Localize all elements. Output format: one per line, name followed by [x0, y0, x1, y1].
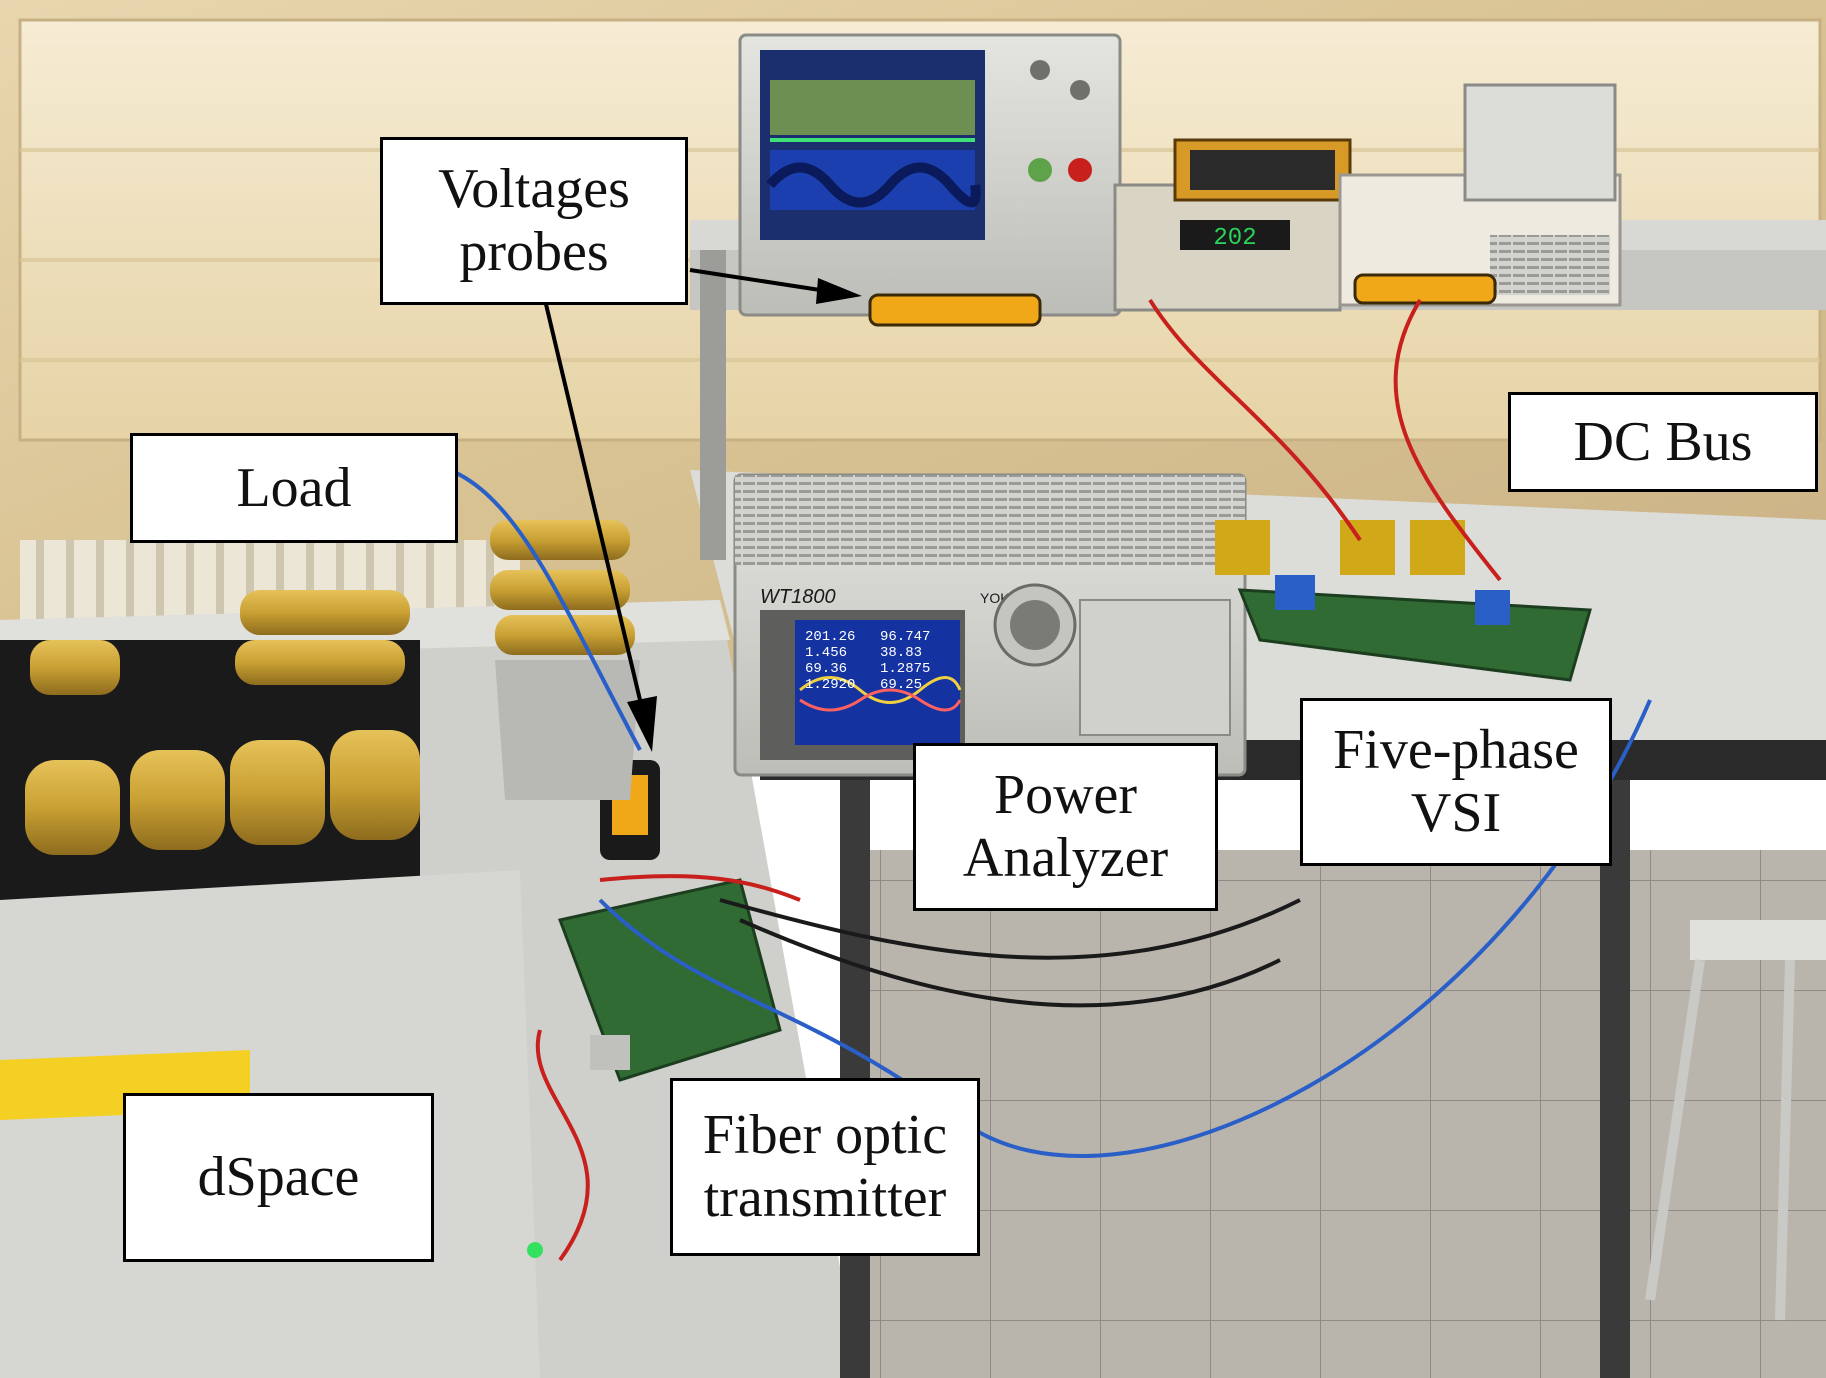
- floor-tiles: [840, 850, 1826, 1378]
- label-voltages-probes-line1: Voltages: [438, 158, 630, 221]
- label-dspace-text: dSpace: [197, 1146, 360, 1209]
- label-voltages-probes-line2: probes: [459, 221, 609, 283]
- label-fiber-optic-transmitter: Fiber optic transmitter: [670, 1078, 980, 1256]
- label-load-text: Load: [236, 456, 352, 519]
- analyzer-reading-2: 1.456: [805, 645, 847, 661]
- power-supply-readout: 202: [1213, 225, 1256, 252]
- callout-arrows: [543, 268, 862, 752]
- five-phase-vsi-board: [1215, 520, 1592, 682]
- label-power-analyzer: Power Analyzer: [913, 743, 1218, 911]
- dc-power-supply: 202: [1113, 183, 1342, 312]
- label-fiber-optic-line1: Fiber optic: [702, 1104, 948, 1167]
- label-five-phase-vsi-line1: Five-phase: [1333, 719, 1579, 782]
- label-dc-bus-text: DC Bus: [1573, 410, 1753, 473]
- label-five-phase-vsi-line2: VSI: [1410, 782, 1502, 844]
- label-load: Load: [130, 433, 458, 543]
- label-voltages-probes: Voltages probes: [380, 137, 688, 305]
- label-fiber-optic-line2: transmitter: [703, 1167, 947, 1229]
- label-dc-bus: DC Bus: [1508, 392, 1818, 492]
- analyzer-reading-4: 1.2920: [805, 677, 855, 693]
- label-five-phase-vsi: Five-phase VSI: [1300, 698, 1612, 866]
- orange-module: [1173, 138, 1352, 202]
- resistor-load: [0, 520, 640, 920]
- fiber-optic-board: [557, 878, 782, 1082]
- analyzer-reading-6: 38.83: [880, 645, 922, 661]
- analyzer-reading-5: 96.747: [880, 629, 930, 645]
- label-dspace: dSpace: [123, 1093, 434, 1262]
- oscilloscope: [738, 33, 1122, 317]
- analyzer-reading-8: 69.25: [880, 677, 922, 693]
- analyzer-brand: WT1800: [760, 586, 836, 608]
- analyzer-reading-1: 201.26: [805, 629, 855, 645]
- stool: [1645, 920, 1826, 1321]
- voltage-probes: [600, 273, 1497, 860]
- analyzer-reading-7: 1.2875: [880, 661, 930, 677]
- cables: [449, 298, 1652, 1262]
- analyzer-reading-3: 69.36: [805, 661, 847, 677]
- label-power-analyzer-line2: Analyzer: [962, 827, 1169, 889]
- power-analyzer: WT1800 YOKOGAWA 201.26 1.456 69.36 1.292…: [733, 473, 1247, 777]
- label-power-analyzer-line1: Power: [993, 764, 1138, 827]
